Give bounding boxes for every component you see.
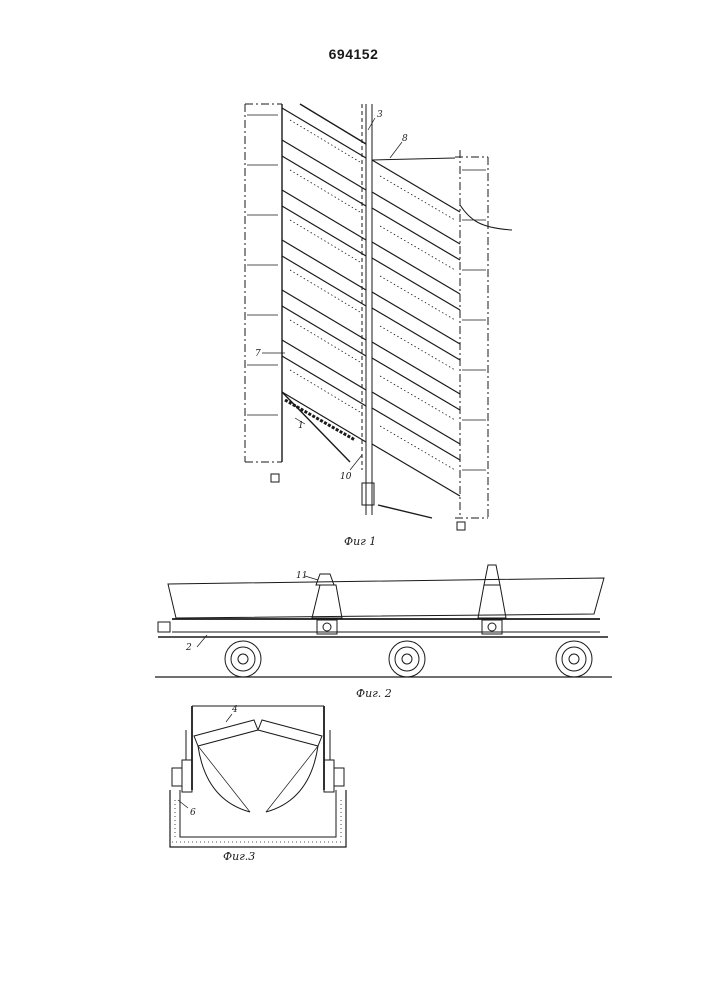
fig1-right-strips (372, 160, 460, 496)
fig2-hinge-post-2 (478, 565, 506, 634)
figure-1 (245, 104, 512, 530)
fig3-left-roller (182, 760, 192, 792)
fig1-label-7: 7 (255, 349, 261, 359)
fig1-label-3: 3 (377, 110, 383, 120)
fig1-left-marker (271, 474, 279, 482)
fig1-left-frame (245, 104, 282, 462)
fig3-caption: Фиг.3 (223, 850, 255, 863)
fig1-label-1: 1 (298, 421, 304, 431)
fig2-wheel-3 (556, 641, 592, 677)
fig1-right-marker (457, 522, 465, 530)
fig2-hinge-post-1 (312, 574, 342, 634)
fig2-caption: Фиг. 2 (356, 687, 392, 700)
fig2-label-2: 2 (185, 643, 192, 653)
fig3-concrete-texture (172, 800, 344, 842)
fig2-coupler (158, 622, 170, 632)
fig1-cable (460, 205, 512, 230)
fig2-wheel-2 (389, 641, 425, 677)
fig3-label-4: 4 (231, 705, 238, 715)
fig2-label-11: 11 (296, 571, 307, 581)
fig3-door-right (258, 720, 322, 746)
fig1-center-conveyor (362, 104, 372, 515)
fig1-left-strips (282, 108, 366, 442)
fig1-caption: Фиг 1 (344, 535, 376, 548)
figure-3 (170, 706, 346, 847)
fig1-right-top-boundary (372, 158, 455, 160)
fig2-wheel-1 (225, 641, 261, 677)
fig3-trough-inner (180, 790, 336, 837)
fig3-door-left (194, 720, 258, 746)
fig2-bin (168, 578, 604, 618)
figure-2 (155, 565, 612, 677)
fig3-label-6: 6 (190, 808, 196, 818)
fig1-label-10: 10 (340, 472, 352, 482)
fig1-label-8: 8 (402, 134, 408, 144)
fig3-trough-outer (170, 790, 346, 847)
fig3-right-roller (324, 760, 334, 792)
fig1-right-bottom-boundary (378, 505, 432, 518)
